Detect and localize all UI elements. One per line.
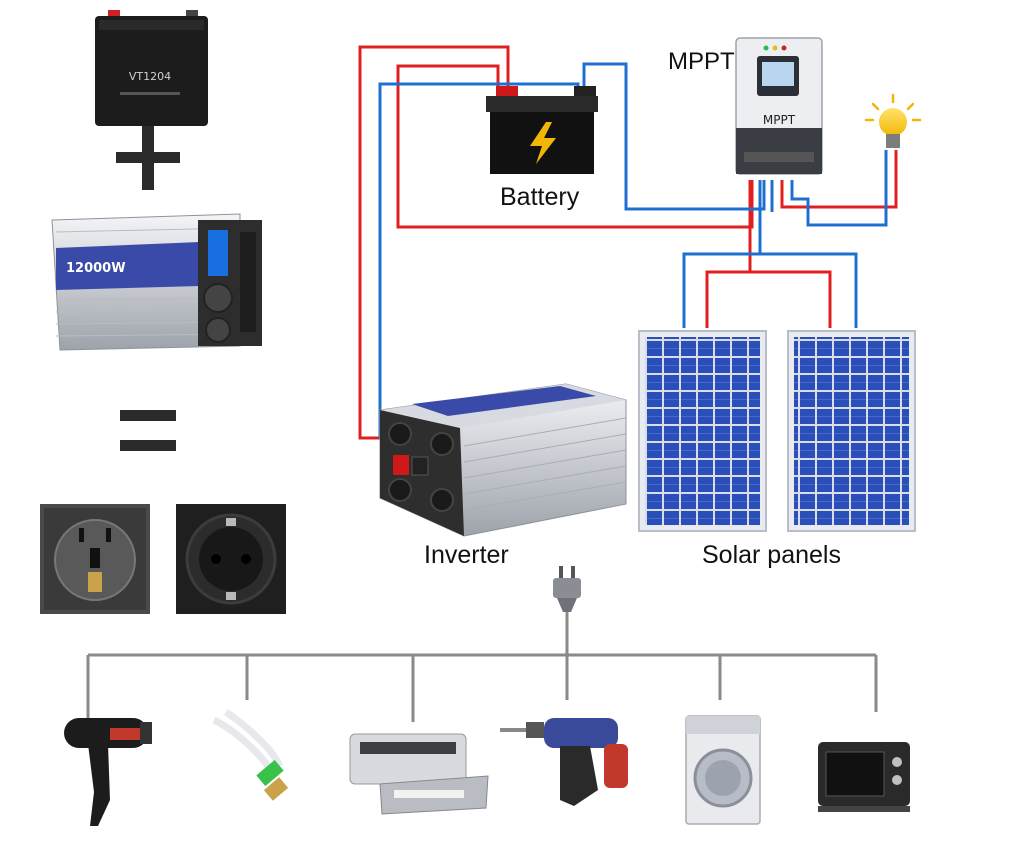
schuko-socket-icon	[176, 504, 286, 614]
power-drill-icon	[500, 718, 628, 806]
inverter-left-icon: 12000W	[51, 213, 262, 351]
washing-machine-icon	[685, 715, 761, 825]
plus-icon	[116, 126, 180, 190]
hair-dryer-icon	[64, 718, 152, 826]
mppt-label: MPPT	[668, 48, 735, 75]
small-battery-label: VT1204	[129, 70, 171, 83]
plug-icon	[553, 566, 581, 612]
light-bulb-icon	[864, 93, 922, 148]
printer-icon	[349, 733, 489, 815]
cfl-bulb-icon	[212, 709, 289, 801]
red-wires	[358, 45, 898, 440]
inverter-main-icon	[379, 383, 627, 537]
microwave-oven-icon	[818, 742, 910, 812]
universal-socket-icon	[40, 504, 150, 614]
equals-icon	[120, 410, 176, 451]
distribution-lines	[86, 612, 878, 722]
solar-panel-left	[638, 330, 767, 532]
solar-panels-label: Solar panels	[702, 541, 841, 569]
inverter-label: Inverter	[424, 541, 509, 569]
mppt-screen-label: MPPT	[763, 113, 796, 127]
battery-label: Battery	[500, 183, 580, 211]
mppt-controller-icon: MPPT	[735, 37, 823, 175]
car-battery-icon	[486, 86, 598, 174]
solar-panel-right	[787, 330, 916, 532]
inverter-left-rating: 12000W	[66, 261, 126, 276]
small-battery-icon: VT1204	[95, 10, 208, 126]
